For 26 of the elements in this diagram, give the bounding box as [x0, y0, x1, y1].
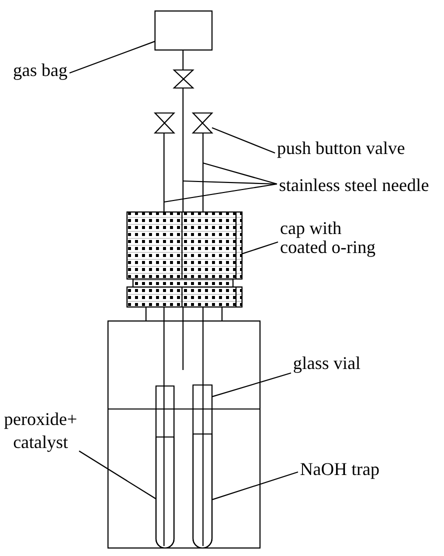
part-label: cap with coated o-ring: [280, 219, 380, 257]
leader-line: [202, 162, 278, 185]
leader-line: [164, 183, 278, 203]
liquid: [155, 436, 175, 549]
cap-block: [126, 211, 243, 280]
part-label: gas bag: [13, 60, 68, 80]
part-label: push button valve: [277, 138, 405, 158]
part-label: glass vial: [293, 353, 360, 373]
valve-symbol: [172, 69, 194, 89]
part-label: peroxide+ catalyst: [4, 408, 78, 454]
leader-line: [182, 180, 278, 185]
part-label: stainless steel needle: [279, 175, 429, 195]
leader-line: [212, 471, 298, 500]
leader-line: [69, 40, 156, 74]
test-tube: [192, 384, 213, 549]
tube-line: [182, 50, 184, 70]
leader-line: [212, 372, 292, 398]
leader-line: [242, 241, 278, 254]
valve-symbol: [154, 112, 176, 134]
part-label: NaOH trap: [300, 459, 380, 479]
leader-line: [78, 450, 156, 500]
test-tube: [155, 385, 175, 549]
liquid: [192, 433, 213, 549]
gas-bag: [154, 10, 213, 51]
valve-symbol: [192, 112, 214, 134]
needle: [182, 88, 184, 370]
